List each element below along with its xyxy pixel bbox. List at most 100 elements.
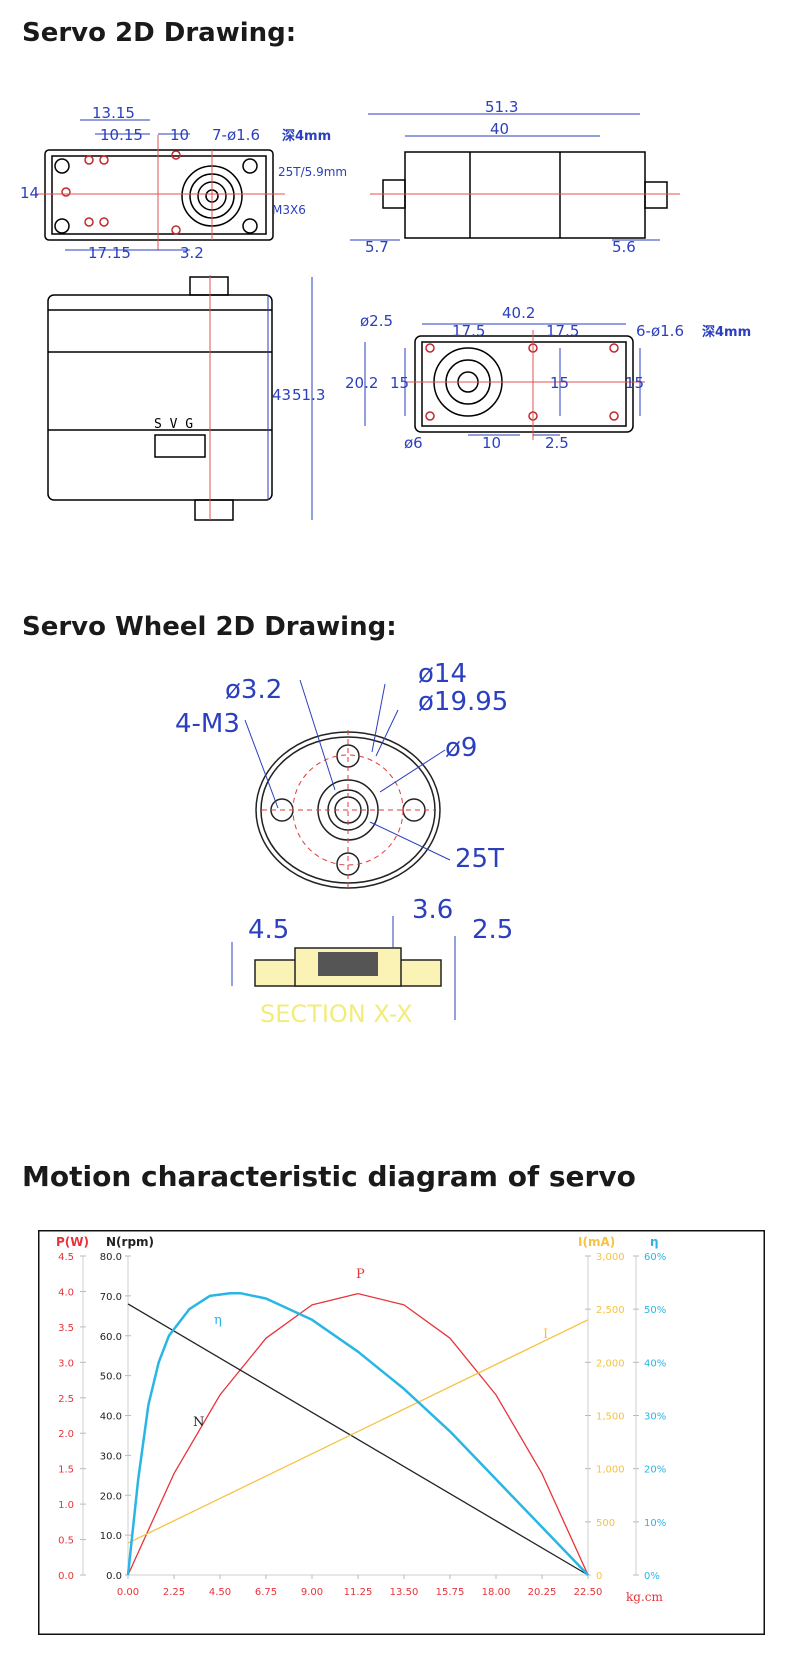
x-tick-label: 6.75 — [255, 1587, 277, 1598]
dim-14: 14 — [20, 184, 39, 202]
dim-43: 43 — [272, 386, 291, 404]
tick-label-eta: 30% — [644, 1412, 666, 1423]
tick-label-eta: 50% — [644, 1305, 666, 1316]
dim-17-15: 17.15 — [88, 244, 131, 262]
series-line-P — [127, 1292, 589, 1576]
dim-13-15: 13.15 — [92, 104, 135, 122]
axis-title-N: N(rpm) — [106, 1235, 154, 1249]
dim-10-bottom: 10 — [482, 434, 501, 452]
series-label-eta: η — [214, 1313, 222, 1328]
wheel-dim-o14: ø14 — [418, 660, 467, 689]
dim-m3x6: M3X6 — [272, 203, 306, 217]
dim-depth-top: 深4mm — [282, 128, 331, 144]
dim-51-3-side: 51.3 — [485, 98, 518, 116]
tick-label-eta: 40% — [644, 1358, 666, 1369]
tick-label-I: 2,500 — [596, 1305, 625, 1316]
motion-chart: 0.0 0.5 1.0 1.5 2.0 2.5 3.0 3.5 4.0 4.5 0.0 10.0 20.… — [38, 1230, 765, 1635]
tick-label-I: 3,000 — [596, 1252, 625, 1263]
tick-label-N: 70.0 — [100, 1292, 122, 1303]
tick-label-N: 20.0 — [100, 1491, 122, 1502]
tick-label-P: 4.0 — [58, 1287, 74, 1298]
tick-label-eta: 0% — [644, 1571, 660, 1582]
x-tick-label: 11.25 — [344, 1587, 373, 1598]
tick-label-P: 0.5 — [58, 1536, 74, 1547]
dim-6-holes: 6-ø1.6 — [636, 322, 684, 340]
dim-10: 10 — [170, 126, 189, 144]
wheel-dim-o19-95: ø19.95 — [418, 687, 508, 717]
dim-o6: ø6 — [404, 434, 423, 452]
servo-2d-drawing: 13.15 10.15 10 7-ø1.6 深4mm 25T/5.9mm 14 … — [20, 98, 751, 521]
tick-label-P: 0.0 — [58, 1571, 74, 1582]
dim-10-15: 10.15 — [100, 126, 143, 144]
series-line-N — [127, 1303, 589, 1576]
dim-17-5-a: 17.5 — [452, 322, 485, 340]
dim-51-3-front: 51.3 — [292, 386, 325, 404]
tick-label-P: 3.0 — [58, 1358, 74, 1369]
tick-label-P: 1.5 — [58, 1465, 74, 1476]
dim-15-a: 15 — [390, 374, 409, 392]
x-tick-label: 0.00 — [117, 1587, 139, 1598]
x-tick-label: 2.25 — [163, 1587, 185, 1598]
tick-label-I: 1,000 — [596, 1465, 625, 1476]
connector-label: S V G — [154, 417, 193, 432]
axis-title-eta: η — [650, 1235, 659, 1249]
series-label-I: I — [543, 1327, 548, 1342]
dim-5-6: 5.6 — [612, 238, 636, 256]
x-tick-label: 15.75 — [436, 1587, 465, 1598]
wheel-dim-4-m3: 4-M3 — [175, 709, 240, 739]
axis-title-P: P(W) — [56, 1235, 89, 1249]
wheel-drawing-title: Servo Wheel 2D Drawing: — [22, 612, 397, 642]
tick-label-eta: 20% — [644, 1465, 666, 1476]
dim-40: 40 — [490, 120, 509, 138]
wheel-dim-2-5: 2.5 — [472, 915, 513, 945]
tick-label-I: 2,000 — [596, 1358, 625, 1369]
x-tick-label: 9.00 — [301, 1587, 323, 1598]
dim-17-5-b: 17.5 — [546, 322, 579, 340]
dim-15-b: 15 — [550, 374, 569, 392]
tick-label-P: 4.5 — [58, 1252, 74, 1263]
wheel-dim-3-6: 3.6 — [412, 895, 453, 925]
dim-5-7: 5.7 — [365, 238, 389, 256]
series-line-I — [127, 1319, 589, 1544]
dim-o2-5: ø2.5 — [360, 312, 393, 330]
series-label-N: N — [193, 1415, 204, 1430]
series-line-eta — [126, 1291, 589, 1576]
tick-label-N: 50.0 — [100, 1372, 122, 1383]
tick-label-P: 1.0 — [58, 1500, 74, 1511]
wheel-dim-4-5: 4.5 — [248, 915, 289, 945]
x-axis-label: kg.cm — [626, 1590, 663, 1604]
wheel-dim-o9: ø9 — [445, 733, 477, 763]
dim-3-2: 3.2 — [180, 244, 204, 262]
x-tick-label: 22.50 — [574, 1587, 603, 1598]
servo-drawing-title: Servo 2D Drawing: — [22, 18, 297, 48]
tick-label-eta: 60% — [644, 1252, 666, 1263]
tick-label-N: 10.0 — [100, 1531, 122, 1542]
x-tick-label: 13.50 — [390, 1587, 419, 1598]
motion-diagram-title: Motion characteristic diagram of servo — [22, 1160, 636, 1193]
tick-label-P: 3.5 — [58, 1323, 74, 1334]
wheel-dim-o3-2: ø3.2 — [225, 675, 282, 705]
chart-frame — [38, 1230, 765, 1635]
dim-2-5-bottom: 2.5 — [545, 434, 569, 452]
tick-label-N: 30.0 — [100, 1451, 122, 1462]
tick-label-P: 2.0 — [58, 1429, 74, 1440]
series-label-P: P — [356, 1267, 365, 1282]
tick-label-eta: 10% — [644, 1518, 666, 1529]
dim-25t: 25T/5.9mm — [278, 165, 347, 179]
tick-label-I: 0 — [596, 1571, 602, 1582]
dim-7-holes: 7-ø1.6 — [212, 126, 260, 144]
section-label: SECTION X-X — [260, 1000, 413, 1028]
tick-label-N: 60.0 — [100, 1332, 122, 1343]
tick-label-N: 80.0 — [100, 1252, 122, 1263]
dim-depth-bottom: 深4mm — [702, 324, 751, 340]
wheel-dim-25t: 25T — [455, 844, 504, 874]
tick-label-N: 40.0 — [100, 1412, 122, 1423]
x-tick-label: 18.00 — [482, 1587, 511, 1598]
x-tick-label: 4.50 — [209, 1587, 231, 1598]
tick-label-I: 1,500 — [596, 1412, 625, 1423]
tick-label-I: 500 — [596, 1518, 615, 1529]
tick-label-N: 0.0 — [106, 1571, 122, 1582]
section-gear — [318, 952, 378, 976]
tick-label-P: 2.5 — [58, 1394, 74, 1405]
dim-15-c: 15 — [625, 374, 644, 392]
